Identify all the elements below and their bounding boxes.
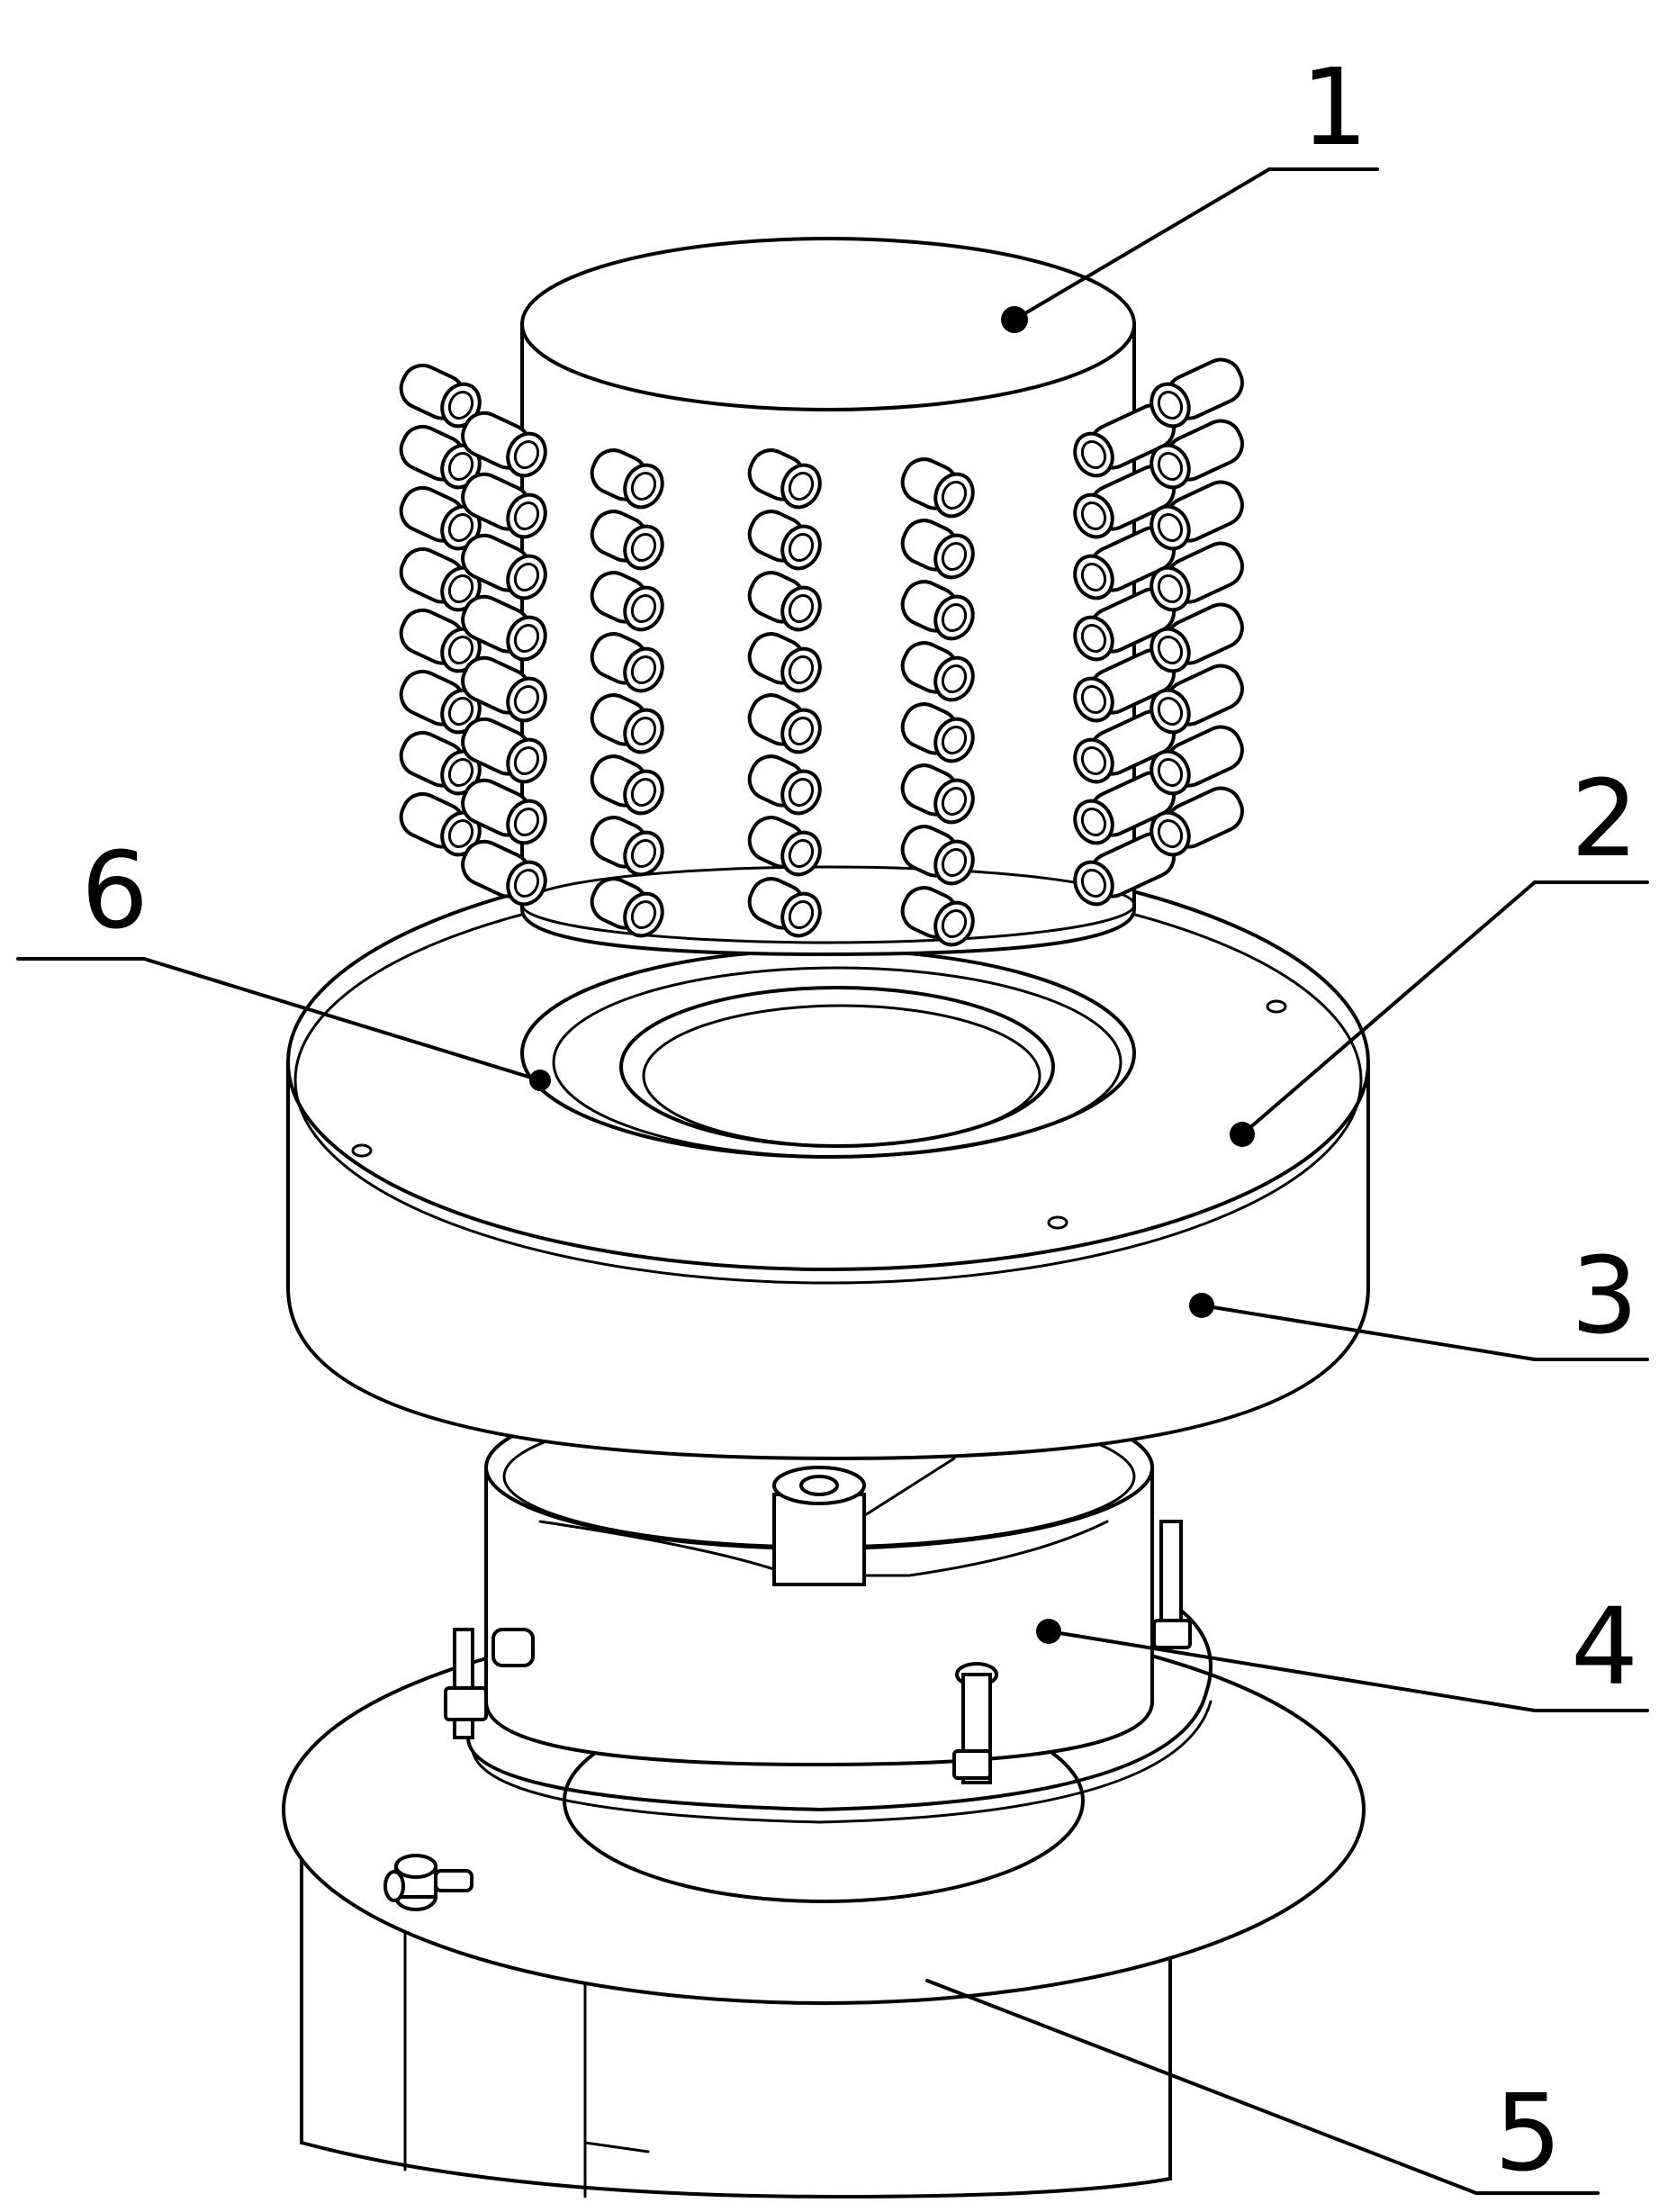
base-clamp-knob [383, 1854, 473, 1911]
tube [399, 791, 482, 857]
callout-labels: 1 2 3 4 5 6 [81, 45, 1638, 2195]
tube [1150, 664, 1244, 735]
tube [461, 839, 547, 907]
callout-5: 5 [1494, 2071, 1562, 2195]
tube [1073, 465, 1177, 539]
ring-clip-right [1152, 1520, 1192, 1649]
tube [461, 411, 547, 478]
tube [900, 702, 975, 763]
ring-center-block [772, 1466, 866, 1586]
tubes-front-column-2 [747, 448, 822, 938]
tube [461, 533, 547, 600]
tube [399, 730, 482, 796]
tubes-right-inner [1073, 403, 1177, 907]
leader-lines [16, 167, 1649, 2195]
callout-2: 2 [1571, 756, 1638, 880]
tube [590, 693, 664, 754]
tube [747, 510, 822, 571]
tube [1150, 602, 1244, 673]
tube [1150, 541, 1244, 612]
tube [590, 877, 664, 938]
tube [461, 594, 547, 662]
part-4-ring [444, 1385, 1213, 1824]
part-1-tube-cylinder [399, 237, 1244, 957]
part-2-lid [286, 853, 1370, 1285]
tube [590, 754, 664, 816]
tube [900, 580, 975, 641]
tube [900, 457, 975, 519]
tubes-left-inner [461, 411, 547, 907]
callout-4: 4 [1571, 1585, 1638, 1709]
tube [399, 424, 482, 490]
callout-3: 3 [1571, 1233, 1638, 1358]
tube [399, 546, 482, 612]
tube [900, 886, 975, 947]
tube [747, 448, 822, 510]
tube [900, 825, 975, 886]
tube [399, 669, 482, 735]
tube [590, 816, 664, 877]
tube [900, 641, 975, 702]
tube [461, 472, 547, 539]
tube [1073, 526, 1177, 600]
callout-1: 1 [1301, 45, 1368, 169]
tube [1150, 480, 1244, 551]
tube [747, 816, 822, 877]
callout-6: 6 [81, 828, 149, 953]
tube [1150, 357, 1244, 429]
tube [1073, 709, 1177, 784]
tube [590, 632, 664, 693]
tube [1150, 725, 1244, 796]
tube [747, 693, 822, 754]
tube [590, 571, 664, 632]
tube [461, 655, 547, 723]
tube [1073, 832, 1177, 907]
tube [461, 717, 547, 784]
tubes-front-column-1 [590, 448, 664, 938]
tube [747, 754, 822, 816]
tube [900, 519, 975, 580]
tube [900, 763, 975, 825]
ring-clip-mid [952, 1662, 998, 1784]
tube [747, 571, 822, 632]
tubes-left-outer [399, 363, 482, 857]
tubes-right-outer [1150, 357, 1244, 857]
tube [1150, 419, 1244, 490]
ring-clip-left [444, 1628, 535, 1739]
tube [590, 448, 664, 510]
tubes-front-column-3 [900, 457, 975, 947]
tube [1150, 786, 1244, 857]
tube [461, 778, 547, 845]
tube [590, 510, 664, 571]
tube [747, 877, 822, 938]
tube [747, 632, 822, 693]
